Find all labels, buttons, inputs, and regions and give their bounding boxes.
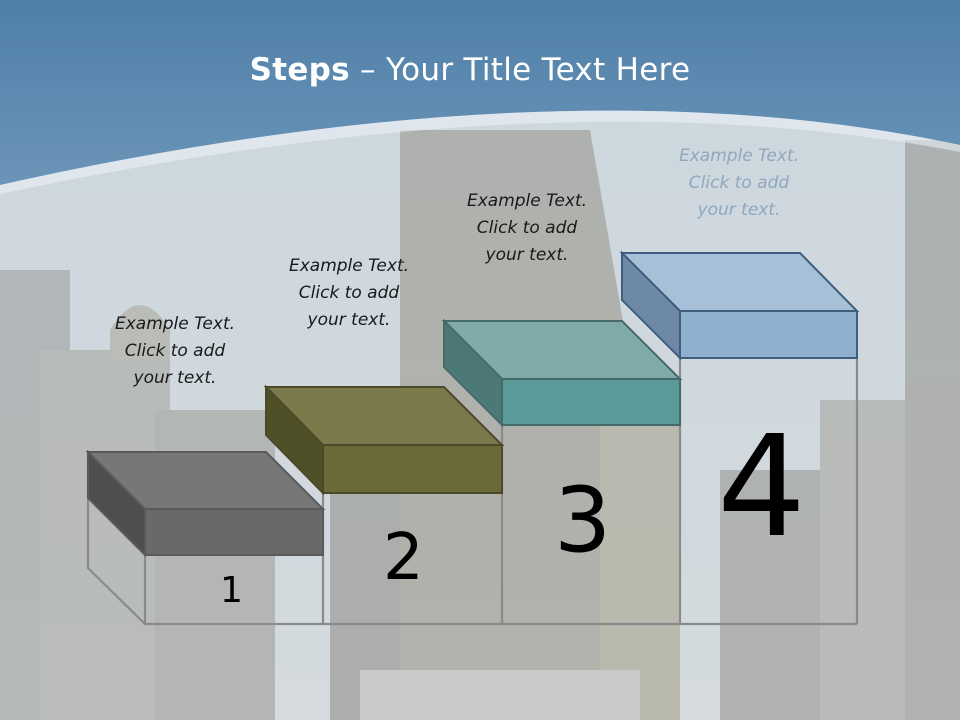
step-4-number[interactable]: 4 (717, 406, 807, 569)
step-2-block[interactable] (263, 384, 505, 496)
step-4-caption[interactable]: Example Text. Click to add your text. (678, 146, 800, 220)
step-1-block[interactable] (85, 449, 326, 558)
slide-title[interactable]: Steps – Your Title Text Here (0, 52, 940, 88)
step-2-number[interactable]: 2 (383, 521, 424, 595)
step-3-caption[interactable]: Example Text. Click to add your text. (466, 191, 588, 265)
title-bold: Steps (249, 52, 350, 88)
step-3-block[interactable] (441, 318, 683, 428)
step-4-block[interactable] (619, 250, 860, 361)
step-1-number[interactable]: 1 (220, 570, 243, 611)
step-3-number[interactable]: 3 (554, 468, 612, 573)
title-rest: – Your Title Text Here (349, 52, 691, 88)
step-2-caption[interactable]: Example Text. Click to add your text. (288, 256, 410, 330)
step-1-caption[interactable]: Example Text. Click to add your text. (114, 314, 236, 388)
